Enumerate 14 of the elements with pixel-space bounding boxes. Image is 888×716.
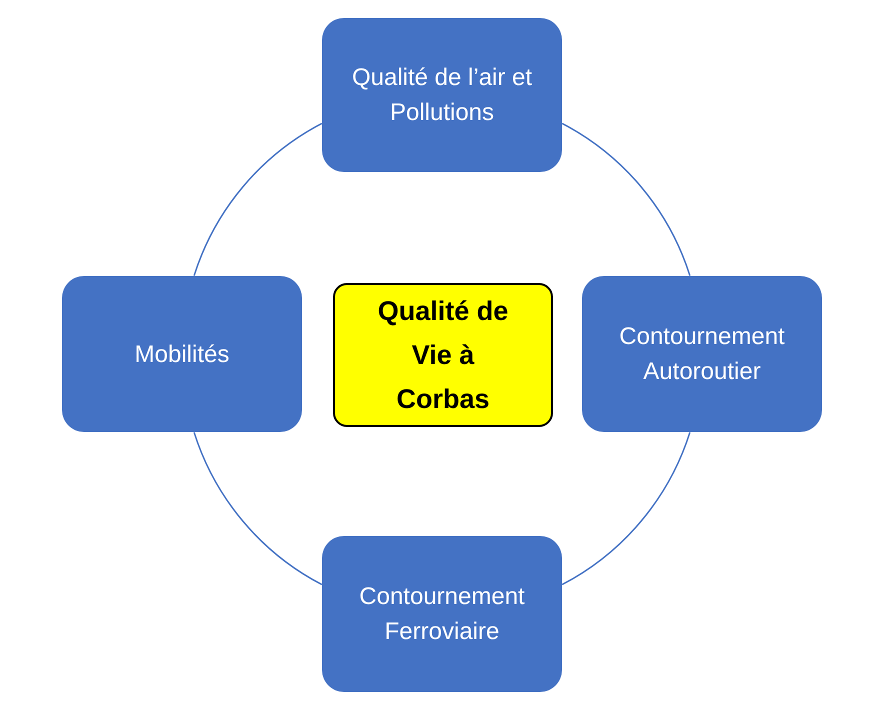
- topic-box: [62, 276, 302, 432]
- topic-box: [322, 536, 562, 692]
- topic-label: Mobilités: [134, 340, 230, 370]
- topic-label: Contournement Ferroviaire: [358, 582, 526, 647]
- topic-label: Contournement Autoroutier: [618, 322, 786, 387]
- topic-box: [582, 276, 822, 432]
- topic-label: Qualité de l’air et Pollutions: [350, 63, 534, 128]
- center-title: Qualité de Vie à Corbas: [376, 295, 510, 416]
- connector-arc: [193, 122, 322, 276]
- topic-box: [322, 18, 562, 172]
- connector-arc: [193, 432, 322, 586]
- connector-arc: [562, 122, 691, 276]
- connector-arc: [562, 432, 691, 586]
- center-box: [333, 283, 553, 427]
